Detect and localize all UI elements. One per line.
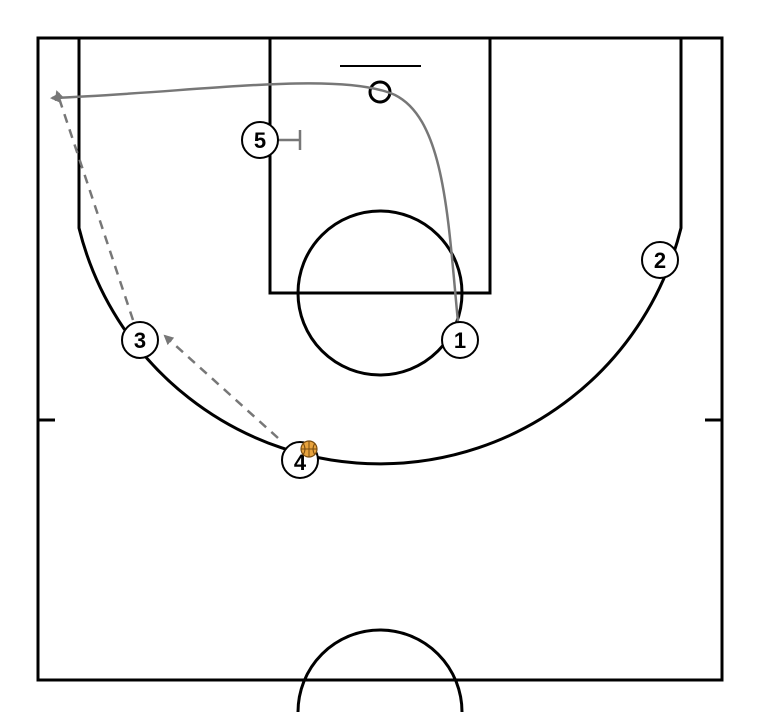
player-1: 1	[441, 321, 479, 359]
center-circle	[296, 628, 464, 713]
free-throw-circle	[296, 209, 464, 377]
action-lines	[50, 82, 460, 439]
players: 1 2 3 4 5	[121, 121, 679, 479]
player-2-label: 2	[654, 248, 666, 273]
cut-arrow-player-1	[50, 82, 460, 323]
player-3: 3	[121, 321, 159, 359]
court-lines	[36, 36, 724, 713]
court-boundary	[36, 36, 724, 682]
pass-arrow-3-to-corner	[54, 90, 135, 321]
pass-arrow-4-to-3	[163, 334, 279, 439]
player-5: 5	[241, 121, 279, 159]
player-1-label: 1	[454, 328, 466, 353]
player-2: 2	[641, 241, 679, 279]
player-4-label: 4	[294, 450, 307, 475]
basketball-icon	[300, 440, 318, 458]
paint-lane	[268, 36, 492, 295]
player-3-label: 3	[134, 328, 146, 353]
player-5-label: 5	[254, 128, 266, 153]
